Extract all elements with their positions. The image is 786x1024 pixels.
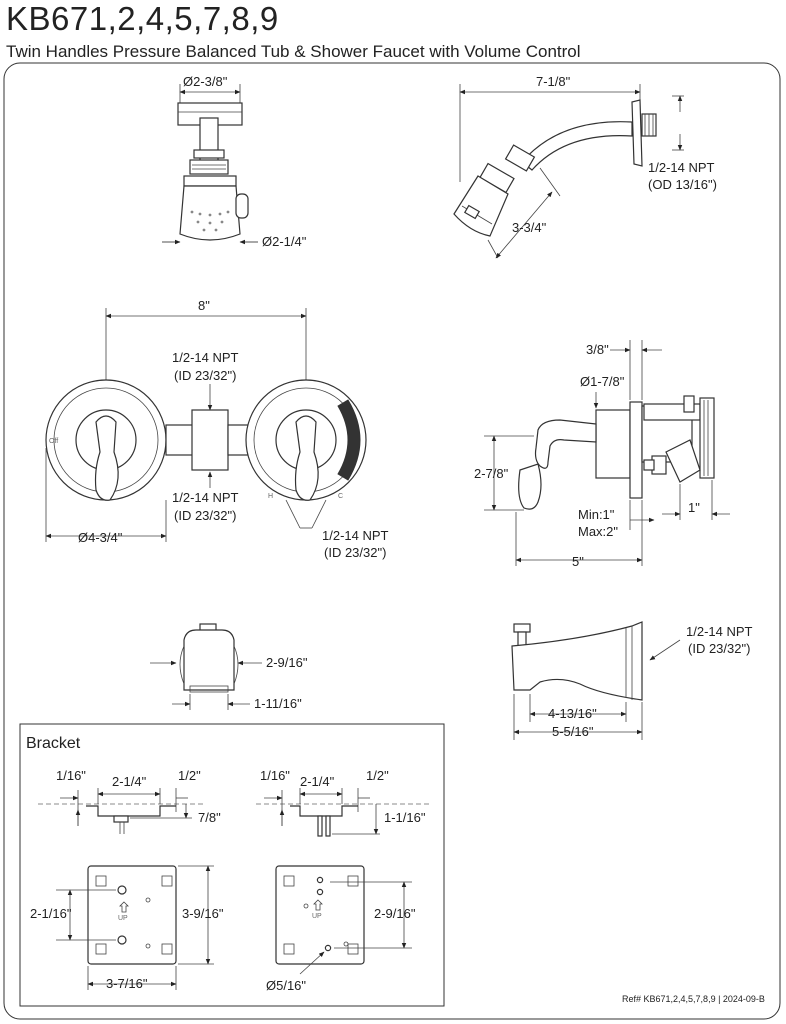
left-depth-label: 7/8" bbox=[198, 810, 221, 825]
escutcheon-diameter-label: Ø4-3/4" bbox=[78, 530, 123, 545]
right-up-label: UP bbox=[312, 913, 322, 920]
flange-thickness-label: 3/8" bbox=[586, 342, 609, 357]
left-bracket-plate: UP 2-1/16" 3-9/16" 3-7/16" bbox=[30, 865, 224, 991]
left-hole-spacing-label: 2-1/16" bbox=[30, 906, 72, 921]
spout-npt-id-label: (ID 23/32") bbox=[688, 641, 750, 656]
showerhead-side-view: 7-1/8" 1/2-14 NPT (OD 13/16") 3-3/4" bbox=[453, 74, 717, 259]
spout-height-label: 2-9/16" bbox=[266, 655, 308, 670]
arm-npt-label: 1/2-14 NPT bbox=[648, 160, 715, 175]
off-label: Off bbox=[49, 438, 58, 445]
product-description: Twin Handles Pressure Balanced Tub & Sho… bbox=[6, 42, 581, 61]
left-width-label: 2-1/4" bbox=[112, 774, 147, 789]
hot-label: H bbox=[268, 493, 273, 500]
right-bracket-plate: UP 2-9/16" Ø5/16" bbox=[266, 865, 416, 993]
valve-side-view: 3/8" Ø1-7/8" 2-7/8" Min:1" Max:2" 5" 1" bbox=[474, 340, 730, 569]
body-diameter-label: Ø1-7/8" bbox=[580, 374, 625, 389]
spout-front-view: 2-9/16" 1-11/16" bbox=[150, 623, 308, 711]
wall-max-label: Max:2" bbox=[578, 524, 618, 539]
right-width-label: 2-1/4" bbox=[300, 774, 335, 789]
left-plate-height-label: 3-9/16" bbox=[182, 906, 224, 921]
arm-length-label: 7-1/8" bbox=[536, 74, 571, 89]
valve-depth-label: 5" bbox=[572, 554, 584, 569]
spout-length-label: 5-5/16" bbox=[552, 724, 594, 739]
right-npt-label: 1/2-14 NPT bbox=[322, 528, 389, 543]
reference-number: Ref# KB671,2,4,5,7,8,9 | 2024-09-B bbox=[622, 994, 765, 1004]
left-plate-width-label: 3-7/16" bbox=[106, 976, 148, 991]
bracket-panel: Bracket 1/16" 2-1/4" 1/2" 7/8" bbox=[19, 723, 445, 1007]
hole-diameter-label: Ø5/16" bbox=[266, 978, 306, 993]
bottom-npt-label: 1/2-14 NPT bbox=[172, 490, 239, 505]
wall-min-label: Min:1" bbox=[578, 507, 615, 522]
top-npt-id-label: (ID 23/32") bbox=[174, 368, 236, 383]
drawing-frame bbox=[3, 62, 781, 1020]
right-plate-height-label: 2-9/16" bbox=[374, 906, 416, 921]
left-up-label: UP bbox=[118, 915, 128, 922]
cold-label: C bbox=[338, 493, 343, 500]
spout-width-label: 1-11/16" bbox=[254, 696, 302, 711]
right-offset-label: 1/16" bbox=[260, 768, 290, 783]
offset-label: 1" bbox=[688, 500, 700, 515]
spout-side-view: 1/2-14 NPT (ID 23/32") 4-13/16" 5-5/16" bbox=[511, 621, 753, 740]
left-offset-label: 1/16" bbox=[56, 768, 86, 783]
spout-npt-label: 1/2-14 NPT bbox=[686, 624, 753, 639]
showerhead-front-view: Ø2-3/8" Ø2-1/4" bbox=[162, 74, 307, 249]
head-diameter-label: Ø2-1/4" bbox=[262, 234, 307, 249]
left-flange-label: 1/2" bbox=[178, 768, 201, 783]
right-bracket-profile: 1/16" 2-1/4" 1/2" 1-1/16" bbox=[256, 768, 430, 837]
top-npt-label: 1/2-14 NPT bbox=[172, 350, 239, 365]
head-depth-label: 3-3/4" bbox=[512, 220, 547, 235]
left-bracket-profile: 1/16" 2-1/4" 1/2" 7/8" bbox=[38, 768, 221, 834]
model-title: KB671,2,4,5,7,8,9 bbox=[6, 0, 279, 37]
valve-height-label: 2-7/8" bbox=[474, 466, 509, 481]
arm-npt-od-label: (OD 13/16") bbox=[648, 177, 717, 192]
valve-front-view: 8" 1/2-14 NPT (ID 23/32") Off H C 1/2-14… bbox=[45, 298, 389, 560]
bracket-title: Bracket bbox=[26, 735, 81, 752]
right-npt-id-label: (ID 23/32") bbox=[324, 545, 386, 560]
right-depth-label: 1-1/16" bbox=[384, 810, 426, 825]
right-flange-label: 1/2" bbox=[366, 768, 389, 783]
flange-diameter-label: Ø2-3/8" bbox=[183, 74, 228, 89]
bottom-npt-id-label: (ID 23/32") bbox=[174, 508, 236, 523]
centers-label: 8" bbox=[198, 298, 210, 313]
spout-inner-length-label: 4-13/16" bbox=[548, 706, 597, 721]
